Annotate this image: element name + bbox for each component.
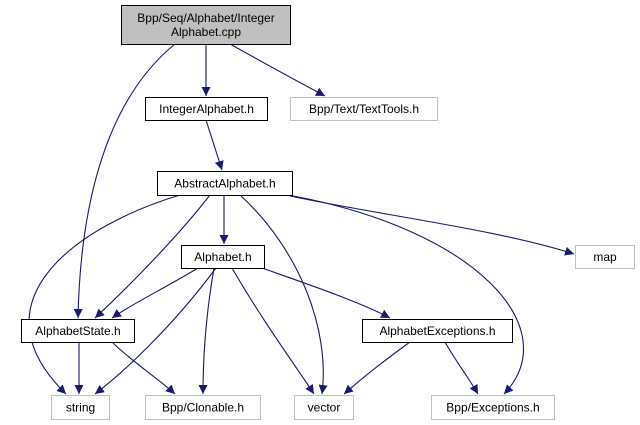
edge-alphabet-exceptions-h-to-exceptions-h bbox=[444, 341, 479, 395]
node-exceptions-h-box bbox=[431, 395, 555, 420]
node-root-label: Alphabet.cpp bbox=[171, 25, 241, 39]
node-integer-alphabet-h-label: IntegerAlphabet.h bbox=[159, 102, 254, 116]
node-integer-alphabet-h-box bbox=[145, 97, 268, 121]
node-alphabet-exceptions-h[interactable]: AlphabetExceptions.h bbox=[362, 319, 513, 343]
node-alphabet-state-h-label: AlphabetState.h bbox=[35, 324, 120, 338]
edge-alphabet-h-to-alphabet-exceptions-h bbox=[261, 267, 391, 319]
node-text-tools-h-box bbox=[290, 97, 438, 121]
node-vector-label: vector bbox=[308, 401, 341, 415]
node-string: string bbox=[51, 395, 110, 420]
edge-abstract-alphabet-h-to-vector bbox=[239, 194, 328, 395]
node-map-label: map bbox=[593, 250, 617, 264]
edge-alphabet-h-to-clonable-h bbox=[198, 267, 215, 395]
node-alphabet-h-label: Alphabet.h bbox=[194, 250, 251, 264]
node-alphabet-exceptions-h-box bbox=[362, 319, 513, 343]
edge-alphabet-exceptions-h-to-vector bbox=[343, 341, 411, 395]
edge-abstract-alphabet-h-to-alphabet-state-h bbox=[94, 194, 211, 319]
node-vector: vector bbox=[294, 395, 354, 420]
edge-integer-alphabet-h-to-abstract-alphabet-h bbox=[205, 119, 224, 171]
node-string-box bbox=[51, 395, 110, 420]
node-alphabet-h-box bbox=[181, 245, 265, 269]
node-vector-box bbox=[294, 395, 354, 420]
node-alphabet-h[interactable]: Alphabet.h bbox=[181, 245, 265, 269]
edge-root-to-text-tools-h bbox=[229, 43, 326, 97]
nodes: Bpp/Seq/Alphabet/IntegerAlphabet.cppInte… bbox=[21, 5, 635, 420]
edges bbox=[28, 43, 575, 395]
node-abstract-alphabet-h[interactable]: AbstractAlphabet.h bbox=[157, 171, 293, 196]
node-text-tools-h: Bpp/Text/TextTools.h bbox=[290, 97, 438, 121]
node-root-box bbox=[121, 5, 291, 45]
node-alphabet-state-h-box bbox=[21, 319, 135, 343]
node-clonable-h-label: Bpp/Clonable.h bbox=[162, 401, 244, 415]
node-root-label: Bpp/Seq/Alphabet/Integer bbox=[137, 11, 274, 25]
node-integer-alphabet-h[interactable]: IntegerAlphabet.h bbox=[145, 97, 268, 121]
node-abstract-alphabet-h-box bbox=[157, 171, 293, 196]
edge-root-to-alphabet-state-h bbox=[73, 43, 176, 319]
edge-abstract-alphabet-h-to-exceptions-h bbox=[287, 194, 524, 395]
edge-alphabet-h-to-string bbox=[94, 267, 217, 395]
edge-alphabet-h-to-vector bbox=[231, 267, 315, 395]
node-clonable-h: Bpp/Clonable.h bbox=[145, 395, 261, 420]
node-abstract-alphabet-h-label: AbstractAlphabet.h bbox=[174, 177, 275, 191]
edge-alphabet-state-h-to-clonable-h bbox=[111, 341, 176, 395]
node-exceptions-h-label: Bpp/Exceptions.h bbox=[446, 401, 539, 415]
node-alphabet-exceptions-h-label: AlphabetExceptions.h bbox=[379, 324, 495, 338]
node-root[interactable]: Bpp/Seq/Alphabet/IntegerAlphabet.cpp bbox=[121, 5, 291, 45]
node-string-label: string bbox=[66, 401, 95, 415]
node-exceptions-h: Bpp/Exceptions.h bbox=[431, 395, 555, 420]
edge-alphabet-h-to-alphabet-state-h bbox=[111, 267, 199, 319]
node-text-tools-h-label: Bpp/Text/TextTools.h bbox=[309, 102, 419, 116]
edge-abstract-alphabet-h-to-string bbox=[28, 194, 181, 395]
node-map-box bbox=[575, 245, 635, 269]
node-alphabet-state-h[interactable]: AlphabetState.h bbox=[21, 319, 135, 343]
node-clonable-h-box bbox=[145, 395, 261, 420]
node-map: map bbox=[575, 245, 635, 269]
